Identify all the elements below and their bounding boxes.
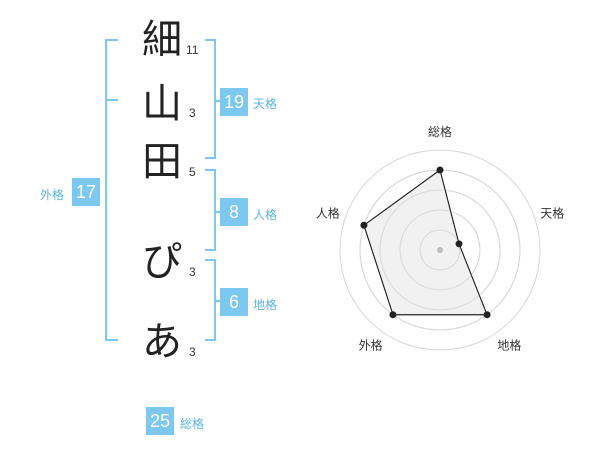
gai-label: 外格 — [40, 188, 65, 202]
ten-value-box: 19 — [220, 88, 248, 116]
jin-label: 人格 — [253, 208, 278, 222]
ten-bracket — [205, 39, 216, 159]
radar-point-4 — [389, 311, 397, 319]
radar-axis-label-5: 人格 — [316, 206, 340, 221]
sou-value-box: 25 — [146, 407, 174, 435]
name-char-5: あ — [142, 319, 182, 365]
gai-value-box: 17 — [72, 178, 100, 206]
name-char-1: 細 — [142, 17, 182, 63]
name-char-2: 山 — [142, 81, 182, 127]
radar-axis-label-2: 天格 — [540, 206, 564, 221]
radar-ring-overlay-2 — [399, 209, 481, 291]
stroke-count-3: 5 — [189, 165, 196, 179]
radar-axis-label-4: 外格 — [359, 337, 383, 352]
radar-point-5 — [360, 221, 368, 229]
name-char-3: 田 — [142, 139, 182, 185]
radar-ring-overlay-3 — [379, 189, 501, 311]
stroke-count-5: 3 — [189, 345, 196, 359]
jin-value-box: 8 — [220, 198, 248, 226]
sou-label: 総格 — [180, 417, 205, 431]
stroke-count-2: 3 — [189, 106, 196, 120]
radar-axis-label-3: 地格 — [497, 337, 521, 352]
stroke-count-4: 3 — [189, 265, 196, 279]
radar-point-1 — [436, 166, 444, 174]
radar-ring-overlay-1 — [419, 229, 461, 271]
name-char-4: ぴ — [142, 239, 182, 285]
chi-label: 地格 — [253, 298, 278, 312]
radar-point-2 — [455, 240, 463, 248]
chi-bracket — [205, 259, 216, 341]
radar-series-outline — [363, 169, 488, 316]
radar-point-3 — [483, 311, 491, 319]
ten-label: 天格 — [253, 97, 278, 111]
radar-center-dot — [437, 247, 443, 253]
stroke-count-1: 11 — [186, 43, 199, 57]
jin-bracket — [205, 169, 216, 251]
radar-axis-label-1: 総格 — [428, 124, 452, 139]
chi-value-box: 6 — [220, 288, 248, 316]
gai-bracket — [105, 39, 118, 341]
